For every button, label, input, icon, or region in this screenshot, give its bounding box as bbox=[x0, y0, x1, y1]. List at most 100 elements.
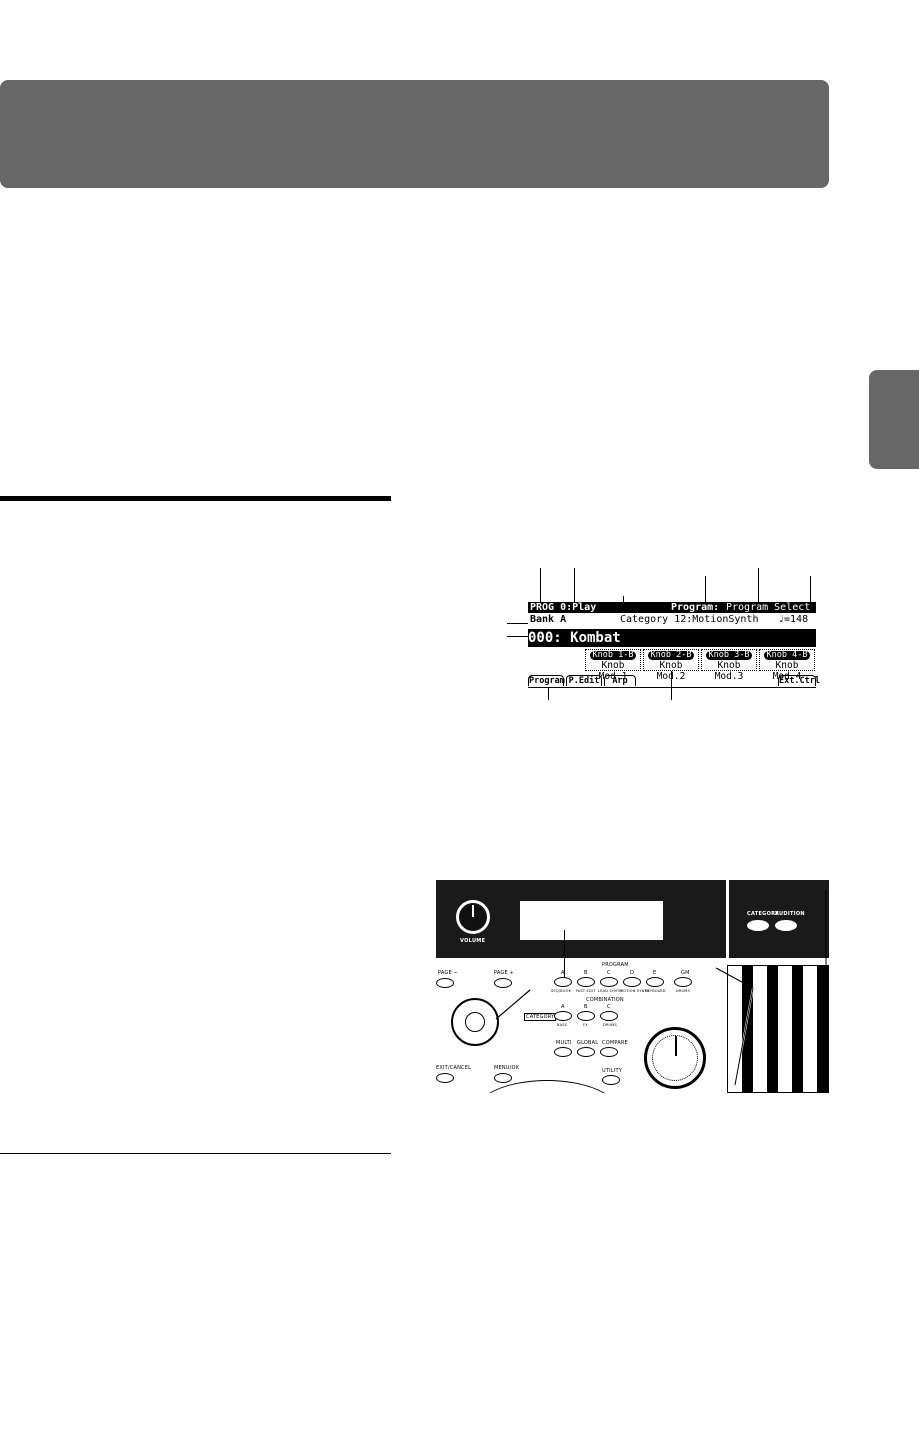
callout-line bbox=[671, 671, 672, 700]
chapter-side-tab bbox=[869, 370, 919, 469]
cursor-pad[interactable] bbox=[451, 998, 499, 1046]
exit-button[interactable] bbox=[436, 1073, 454, 1083]
program-a-button[interactable] bbox=[554, 977, 572, 987]
multi-label: MULTI bbox=[556, 1040, 572, 1046]
utility-label: UTILITY bbox=[602, 1068, 622, 1074]
program-e-sublabel: KEYBOARD bbox=[645, 989, 666, 993]
program-gm-label: GM bbox=[681, 970, 690, 976]
lcd-screen: PROG 0:Play Program: Program Select Bank… bbox=[528, 602, 820, 688]
program-gm-button[interactable] bbox=[674, 977, 692, 987]
callout-line bbox=[540, 568, 541, 602]
callout-line bbox=[507, 623, 528, 624]
program-d-label: D bbox=[630, 970, 635, 976]
knob-2-mod: Knob Mod.2 bbox=[656, 660, 686, 682]
lcd-mode: PROG 0:Play bbox=[530, 602, 597, 613]
tab-program[interactable]: Program bbox=[528, 675, 565, 686]
audition-button[interactable] bbox=[775, 920, 797, 931]
knob-4-cell: Knob 4-B Knob Mod.4 bbox=[759, 649, 815, 682]
lcd-page-name: Program Select bbox=[726, 602, 811, 613]
knob-3-mod: Knob Mod.3 bbox=[714, 660, 744, 682]
chapter-header-bar bbox=[0, 80, 829, 188]
category-button[interactable] bbox=[747, 920, 769, 931]
program-d-button[interactable] bbox=[623, 977, 641, 987]
panel-callout-line bbox=[564, 930, 565, 977]
program-c-label: C bbox=[607, 970, 611, 976]
lcd-page-label: Program: bbox=[671, 602, 720, 613]
tab-p-edit[interactable]: P.Edit bbox=[566, 675, 602, 686]
category-button-label: CATEGORY bbox=[747, 911, 779, 917]
combination-c-sublabel: DRUMS bbox=[603, 1023, 617, 1027]
combination-b-sublabel: FX bbox=[583, 1023, 588, 1027]
combination-a-sublabel: BASS bbox=[557, 1023, 568, 1027]
global-button[interactable] bbox=[577, 1047, 595, 1057]
keyboard-section bbox=[727, 965, 829, 1093]
front-panel-illustration: VOLUME CATEGORY AUDITION PAGE − PAGE + E… bbox=[436, 880, 829, 1093]
knob-2-label: Knob 2-B bbox=[648, 651, 694, 660]
page-plus-button[interactable] bbox=[494, 978, 512, 988]
combination-group-label: COMBINATION bbox=[586, 997, 624, 1003]
key[interactable] bbox=[777, 965, 793, 1093]
knob-1-mod: Knob Mod.1 bbox=[598, 660, 628, 682]
menu-label: MENU/OK bbox=[494, 1065, 520, 1071]
program-c-button[interactable] bbox=[600, 977, 618, 987]
utility-button[interactable] bbox=[602, 1075, 620, 1085]
global-label: GLOBAL bbox=[577, 1040, 599, 1046]
combination-c-label: C bbox=[607, 1004, 611, 1010]
page-plus-label: PAGE + bbox=[494, 970, 515, 976]
program-d-sublabel: MOTION SYNTH bbox=[620, 989, 650, 993]
volume-knob[interactable] bbox=[456, 900, 490, 934]
combination-a-label: A bbox=[561, 1004, 565, 1010]
knob-1-label: Knob 1-B bbox=[590, 651, 636, 660]
multi-button[interactable] bbox=[554, 1047, 572, 1057]
audition-button-label: AUDITION bbox=[775, 911, 805, 917]
knob-2-cell: Knob 2-B Knob Mod.2 bbox=[643, 649, 699, 682]
page-minus-label: PAGE − bbox=[438, 970, 459, 976]
lcd-bank: Bank A bbox=[530, 614, 567, 625]
program-b-label: B bbox=[584, 970, 588, 976]
cursor-pad-center[interactable] bbox=[465, 1012, 485, 1032]
compare-label: COMPARE bbox=[602, 1040, 628, 1046]
lcd-tab-row: Program P.Edit Arp Ext.Ctrl bbox=[528, 675, 820, 688]
combination-a-button[interactable] bbox=[554, 1011, 572, 1021]
program-b-button[interactable] bbox=[577, 977, 595, 987]
menu-button[interactable] bbox=[494, 1073, 512, 1083]
program-a-sublabel: SEQ/BOOK bbox=[551, 989, 572, 993]
display-window bbox=[520, 901, 663, 940]
category-side-label: CATEGORY bbox=[524, 1013, 557, 1021]
key[interactable] bbox=[752, 965, 768, 1093]
tab-arp[interactable]: Arp bbox=[604, 675, 636, 686]
value-dial[interactable] bbox=[644, 1027, 706, 1089]
lcd-title-row: PROG 0:Play Program: Program Select bbox=[528, 602, 816, 613]
knob-3-cell: Knob 3-B Knob Mod.3 bbox=[701, 649, 757, 682]
program-gm-sublabel: DRUMS bbox=[676, 989, 690, 993]
section-rule-thin bbox=[0, 1153, 391, 1154]
category-audition-block: CATEGORY AUDITION bbox=[726, 880, 829, 958]
callout-line bbox=[548, 688, 549, 700]
program-c-sublabel: LEAD SYNTH bbox=[598, 989, 623, 993]
lcd-knob-row: Knob 1-B Knob Mod.1 Knob 2-B Knob Mod.2 … bbox=[585, 649, 816, 682]
lcd-program-name: 000: Kombat bbox=[528, 629, 816, 647]
program-a-label: A bbox=[561, 970, 565, 976]
tab-ext-ctrl[interactable]: Ext.Ctrl bbox=[778, 675, 820, 686]
value-dial-pointer bbox=[675, 1036, 677, 1056]
lcd-category: Category 12:MotionSynth bbox=[620, 614, 759, 625]
key[interactable] bbox=[727, 965, 743, 1093]
lcd-diagram: PROG 0:Play Program: Program Select Bank… bbox=[495, 560, 830, 700]
combination-b-button[interactable] bbox=[577, 1011, 595, 1021]
lcd-tempo: ♩=148 bbox=[778, 614, 809, 625]
knob-1-cell: Knob 1-B Knob Mod.1 bbox=[585, 649, 641, 682]
combination-c-button[interactable] bbox=[600, 1011, 618, 1021]
volume-label: VOLUME bbox=[460, 938, 486, 944]
program-e-button[interactable] bbox=[646, 977, 664, 987]
callout-line bbox=[574, 568, 575, 602]
compare-button[interactable] bbox=[600, 1047, 618, 1057]
key[interactable] bbox=[802, 965, 818, 1093]
exit-label: EXIT/CANCEL bbox=[436, 1065, 472, 1071]
program-e-label: E bbox=[653, 970, 657, 976]
page-minus-button[interactable] bbox=[436, 978, 454, 988]
callout-line bbox=[623, 596, 624, 602]
callout-line bbox=[507, 636, 528, 637]
program-group-label: PROGRAM bbox=[602, 962, 629, 968]
knob-4-mod: Knob Mod.4 bbox=[772, 660, 802, 682]
